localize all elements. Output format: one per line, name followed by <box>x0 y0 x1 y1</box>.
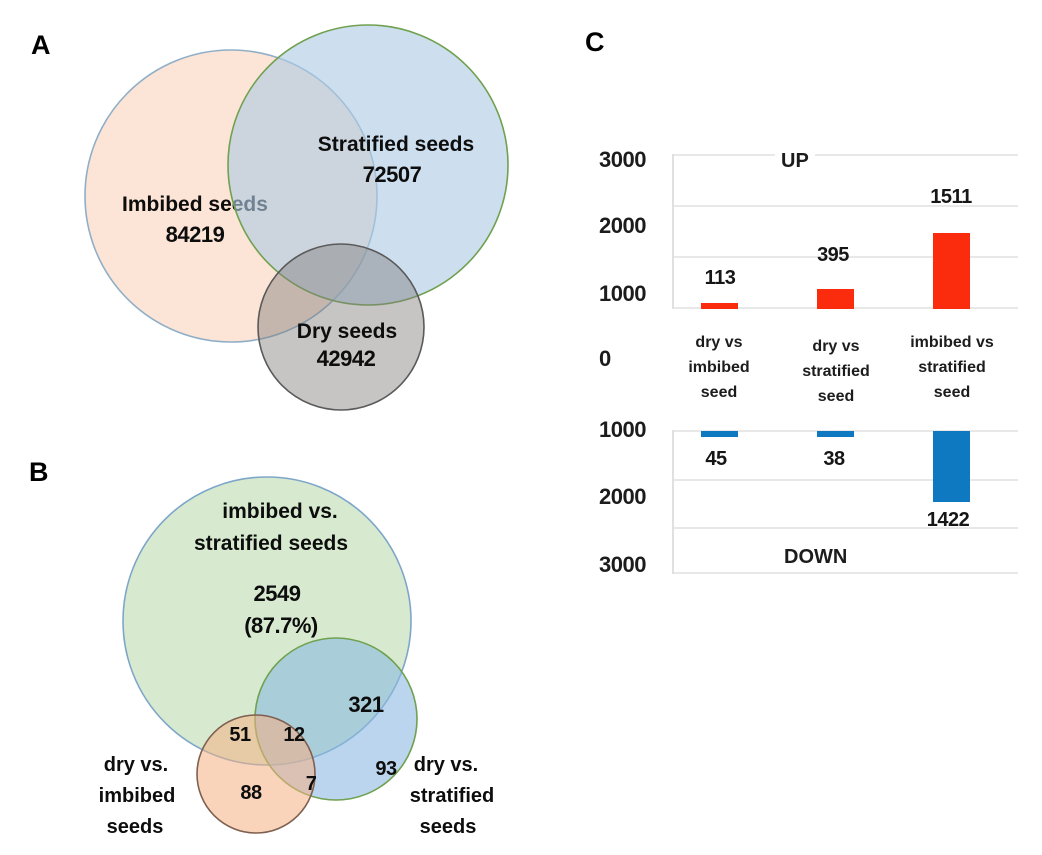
bar-up-imbibed-vs-stratified <box>933 233 970 309</box>
gridline-down-3000 <box>673 572 1018 574</box>
dry-seeds-label: Dry seeds <box>297 320 397 343</box>
panel-a-letter: A <box>31 30 51 60</box>
bar-down-dry-vs-stratified <box>817 431 854 437</box>
tick-down-2000: 2000 <box>599 484 646 509</box>
dry-vs-imbibed-outer-label-line3: seeds <box>107 816 164 838</box>
category-line: stratified <box>802 363 870 380</box>
value-up-113: 113 <box>704 267 736 289</box>
bar-up-dry-vs-stratified <box>817 289 854 309</box>
tick-down-1000: 1000 <box>599 417 646 442</box>
value-up-1511: 1511 <box>930 186 972 208</box>
tick-zero: 0 <box>599 346 611 371</box>
overlap-12-value: 12 <box>283 724 305 746</box>
gridline-up-1000 <box>673 256 1018 258</box>
dry-vs-stratified-outer-label-line3: seeds <box>420 816 477 838</box>
stratified-seeds-label: Stratified seeds <box>318 133 474 156</box>
tick-up-1000: 1000 <box>599 281 646 306</box>
venn-diagram-a: Imbibed seeds 84219 Stratified seeds 725… <box>84 24 509 411</box>
bar-down-imbibed-vs-stratified <box>933 431 970 502</box>
category-line: seed <box>933 384 971 401</box>
bar-down-dry-vs-imbibed <box>701 431 738 437</box>
tick-up-3000: 3000 <box>599 147 646 172</box>
dry-vs-imbibed-outer-label-line2: imbibed <box>99 785 176 807</box>
category-line: stratified <box>918 359 986 376</box>
venn-diagram-b: imbibed vs. stratified seeds 2549 (87.7%… <box>99 476 494 838</box>
tick-up-2000: 2000 <box>599 213 646 238</box>
value-down-38: 38 <box>823 448 845 470</box>
category-line: dry vs <box>695 334 743 351</box>
overlap-51-value: 51 <box>229 724 251 746</box>
dry-vs-imbibed-unique-value: 88 <box>240 782 262 804</box>
y-axis-line-down <box>672 430 674 574</box>
overlap-7-value: 7 <box>306 773 317 795</box>
dry-seeds-value: 42942 <box>317 346 376 371</box>
gridline-down-2000 <box>673 527 1018 529</box>
dry-vs-stratified-unique-value: 93 <box>375 758 397 780</box>
category-line: dry vs <box>812 338 860 355</box>
dry-vs-stratified-outer-label-line1: dry vs. <box>414 754 478 776</box>
panel-b-letter: B <box>29 457 49 487</box>
value-down-1422: 1422 <box>926 509 970 531</box>
tick-down-3000: 3000 <box>599 552 646 577</box>
value-down-45: 45 <box>705 448 727 470</box>
gridline-up-2000 <box>673 205 1018 207</box>
category-line: seed <box>817 388 855 405</box>
category-imbibed-vs-stratified: imbibed vs stratified seed <box>882 330 1022 405</box>
category-line: imbibed vs <box>910 334 994 351</box>
overlap-321-value: 321 <box>348 692 383 717</box>
imbibed-vs-stratified-unique-pct: (87.7%) <box>244 613 318 638</box>
bar-up-dry-vs-imbibed <box>701 303 738 309</box>
category-line: imbibed <box>688 359 750 376</box>
imbibed-vs-stratified-unique-value: 2549 <box>254 581 301 606</box>
y-axis-line-up <box>672 154 674 309</box>
dry-vs-stratified-outer-label-line2: stratified <box>410 785 494 807</box>
down-section-label: DOWN <box>778 546 854 569</box>
imbibed-seeds-value: 84219 <box>166 222 225 247</box>
category-dry-vs-imbibed: dry vs imbibed seed <box>649 330 789 405</box>
stratified-seeds-circle <box>227 24 509 306</box>
dry-vs-imbibed-circle <box>196 714 316 834</box>
category-dry-vs-stratified: dry vs stratified seed <box>766 334 906 409</box>
up-section-label: UP <box>775 150 815 173</box>
stratified-seeds-value: 72507 <box>363 162 422 187</box>
value-up-395: 395 <box>817 244 849 266</box>
gridline-up-3000 <box>673 154 1018 156</box>
dry-seeds-circle <box>257 243 425 411</box>
imbibed-vs-stratified-label-line2: stratified seeds <box>194 532 348 555</box>
imbibed-vs-stratified-label-line1: imbibed vs. <box>222 500 338 523</box>
gridline-down-1000 <box>673 479 1018 481</box>
dry-vs-imbibed-outer-label-line1: dry vs. <box>104 754 168 776</box>
panel-c-letter: C <box>585 27 605 57</box>
category-line: seed <box>700 384 738 401</box>
